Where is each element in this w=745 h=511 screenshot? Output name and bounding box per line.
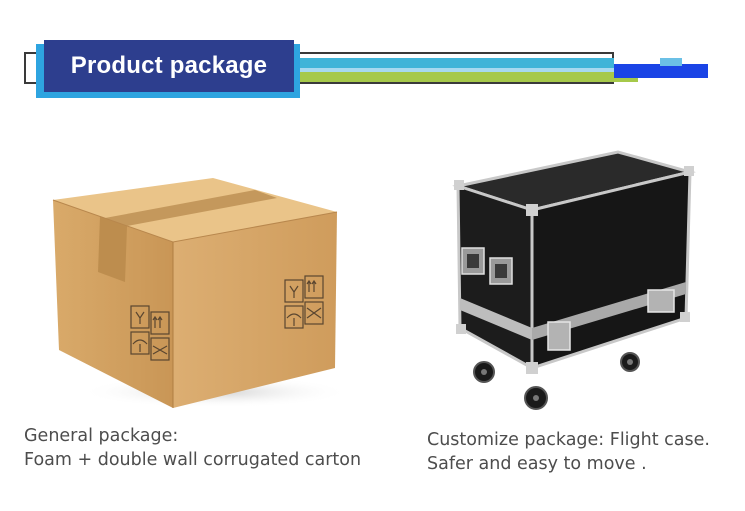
- general-package-caption: General package: Foam + double wall corr…: [24, 424, 361, 472]
- title-box: Product package: [44, 40, 294, 92]
- cardboard-box-icon: [52, 178, 345, 408]
- general-package-description: Foam + double wall corrugated carton: [24, 450, 362, 470]
- custom-package-description: Safer and easy to move .: [427, 454, 647, 474]
- banner-stripe: [300, 72, 638, 82]
- custom-package-title: Customize package: Flight case.: [427, 430, 710, 450]
- banner-stripe: [614, 64, 708, 78]
- custom-package-caption: Customize package: Flight case. Safer an…: [427, 428, 710, 476]
- general-package-title: General package:: [24, 426, 179, 446]
- banner-stripe: [660, 58, 682, 66]
- banner-stripe: [300, 68, 680, 74]
- banner-stripe: [300, 58, 614, 68]
- page-title: Product package: [70, 52, 268, 79]
- flight-case-icon: [452, 150, 696, 410]
- header-banner: [0, 0, 745, 110]
